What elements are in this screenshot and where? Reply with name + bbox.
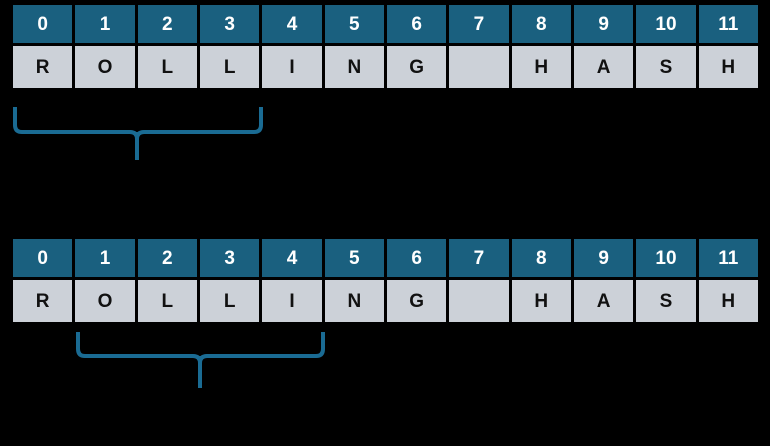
- letter-cell: I: [262, 280, 322, 322]
- index-cell: 5: [324, 5, 384, 43]
- letter-cell: H: [698, 280, 758, 322]
- index-cell: 8: [511, 239, 571, 277]
- index-cell: 0: [13, 5, 73, 43]
- letter-cell: R: [13, 46, 73, 88]
- index-cell: 9: [573, 5, 634, 43]
- index-cell: 8: [511, 5, 571, 43]
- index-cell: 7: [449, 5, 509, 43]
- index-cell: 6: [386, 5, 447, 43]
- index-cell: 1: [75, 239, 135, 277]
- index-cell: 1: [75, 5, 135, 43]
- index-cell: 4: [262, 239, 322, 277]
- index-cell: 11: [698, 239, 758, 277]
- letter-cell: L: [199, 46, 260, 88]
- letter-cell: [449, 46, 509, 88]
- index-cell: 11: [698, 5, 758, 43]
- letter-cell: L: [137, 46, 197, 88]
- window-brace-top: [13, 107, 263, 160]
- index-cell: 0: [13, 239, 73, 277]
- letter-cell: L: [199, 280, 260, 322]
- letter-cell: S: [636, 280, 696, 322]
- letter-cell: H: [698, 46, 758, 88]
- index-cell: 3: [199, 239, 260, 277]
- index-cell: 6: [386, 239, 447, 277]
- letter-cell: G: [386, 46, 447, 88]
- letter-cell: S: [636, 46, 696, 88]
- index-row-bottom: 0 1 2 3 4 5 6 7 8 9 10 11: [13, 239, 758, 277]
- letter-cell: A: [573, 46, 634, 88]
- letter-cell: N: [324, 46, 384, 88]
- index-cell: 7: [449, 239, 509, 277]
- letter-cell: O: [75, 46, 135, 88]
- letter-cell: I: [262, 46, 322, 88]
- letter-row-top: R O L L I N G H A S H: [13, 46, 758, 88]
- index-cell: 10: [636, 239, 696, 277]
- index-cell: 9: [573, 239, 634, 277]
- letter-row-bottom: R O L L I N G H A S H: [13, 280, 758, 322]
- index-row-top: 0 1 2 3 4 5 6 7 8 9 10 11: [13, 5, 758, 43]
- letter-cell: L: [137, 280, 197, 322]
- window-brace-bottom: [76, 332, 325, 388]
- index-cell: 10: [636, 5, 696, 43]
- index-cell: 2: [137, 239, 197, 277]
- index-cell: 2: [137, 5, 197, 43]
- letter-cell: G: [386, 280, 447, 322]
- rolling-hash-array-bottom: 0 1 2 3 4 5 6 7 8 9 10 11 R O L L I N G …: [13, 239, 758, 322]
- letter-cell: H: [511, 46, 571, 88]
- letter-cell: H: [511, 280, 571, 322]
- index-cell: 5: [324, 239, 384, 277]
- letter-cell: [449, 280, 509, 322]
- index-cell: 3: [199, 5, 260, 43]
- letter-cell: O: [75, 280, 135, 322]
- letter-cell: N: [324, 280, 384, 322]
- letter-cell: R: [13, 280, 73, 322]
- letter-cell: A: [573, 280, 634, 322]
- index-cell: 4: [262, 5, 322, 43]
- rolling-hash-array-top: 0 1 2 3 4 5 6 7 8 9 10 11 R O L L I N G …: [13, 5, 758, 88]
